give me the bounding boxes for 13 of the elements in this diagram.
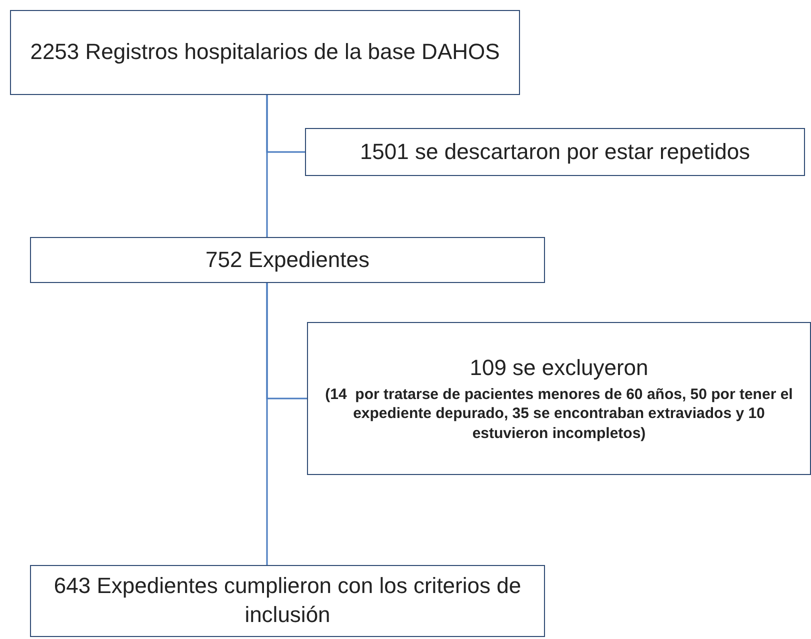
connector-line — [266, 283, 268, 565]
box-heading: 2253 Registros hospitalarios de la base DAHOS — [30, 38, 500, 66]
box-heading: 1501 se descartaron por estar repetidos — [360, 138, 750, 166]
box-heading: 109 se excluyeron — [470, 354, 648, 382]
process-box — [30, 565, 545, 637]
box-heading: 752 Expedientes — [206, 246, 370, 274]
process-box — [30, 237, 545, 283]
box-note: (14 por tratarse de pacientes menores de 60 años, 50 por tener el expediente depurado, 35 se encontraban extraviados y 10 estuvieron incompletos) — [324, 384, 794, 444]
box-heading: 643 Expedientes cumplieron con los criterios de inclusión — [52, 572, 522, 629]
process-box — [307, 322, 811, 475]
process-box — [305, 128, 805, 176]
connector-line — [266, 95, 268, 237]
process-box — [10, 10, 520, 95]
